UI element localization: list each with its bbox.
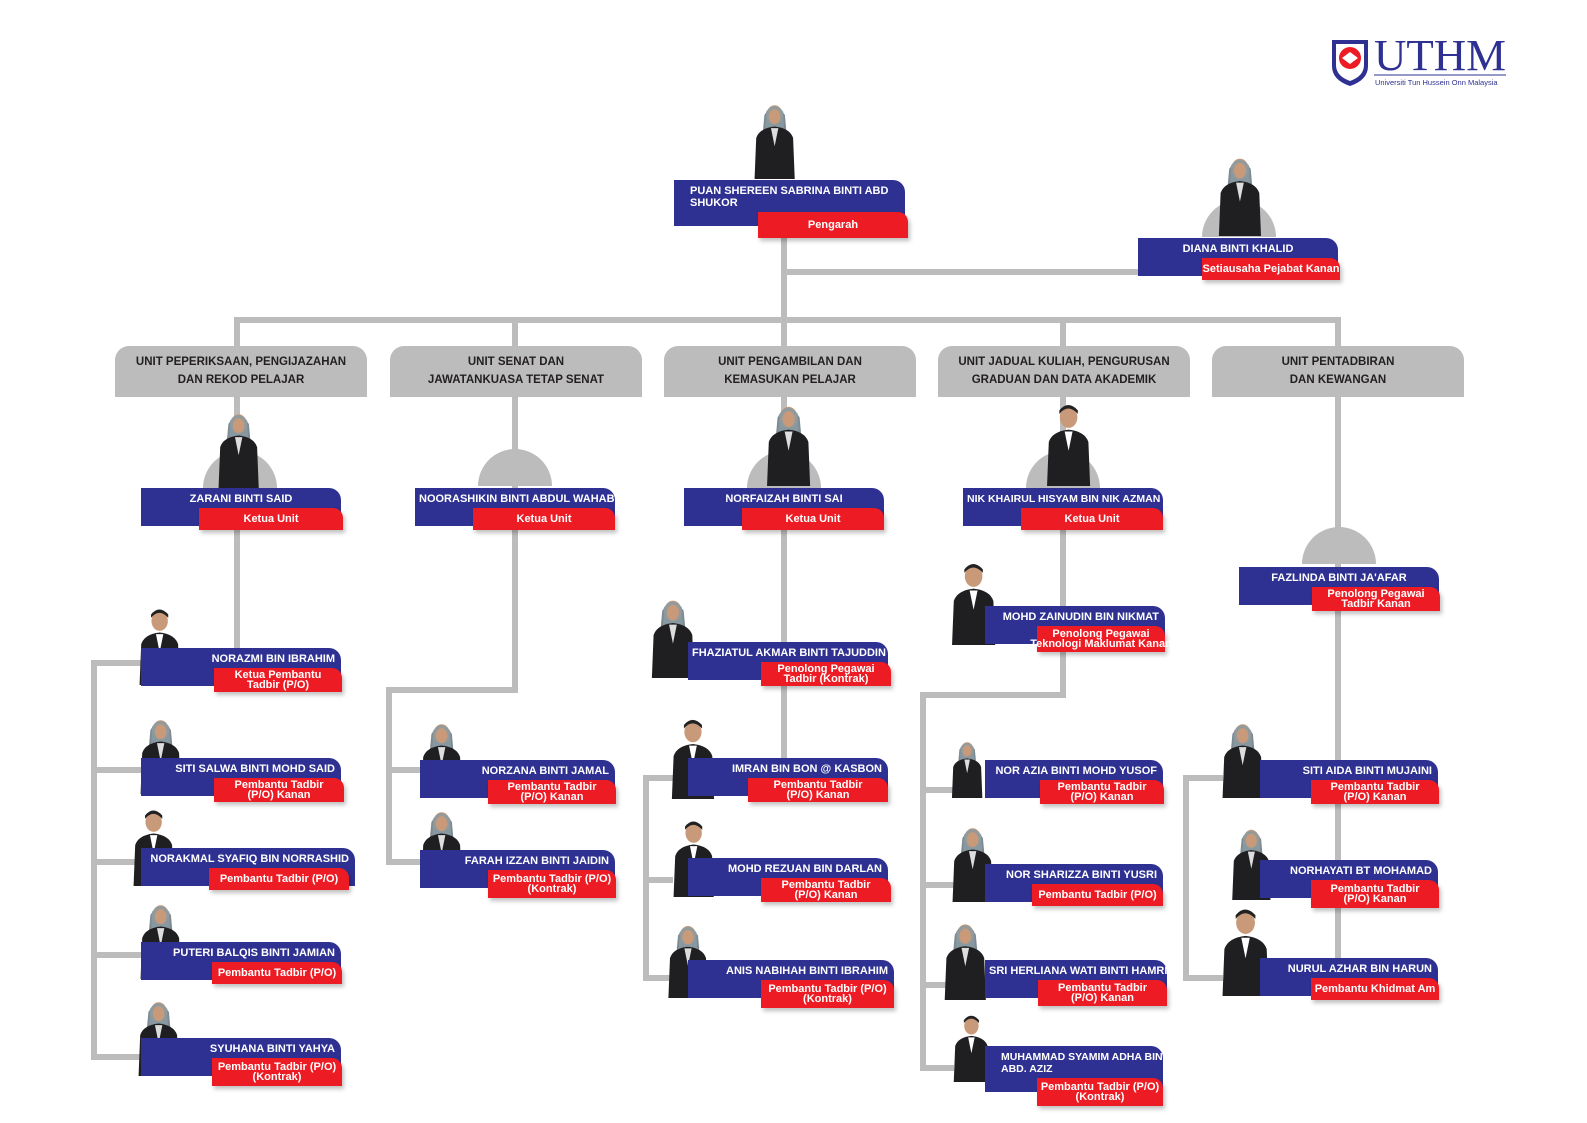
person-title-badge: Pembantu Tadbir (P/O) (Kontrak) — [212, 1058, 342, 1086]
connector-line — [1183, 775, 1189, 980]
person-title-badge: Pembantu Tadbir (P/O) — [209, 868, 349, 890]
person-title-badge: Ketua Unit — [742, 508, 884, 530]
connector-line — [91, 952, 141, 958]
person-photo — [748, 97, 801, 179]
unit-header: UNIT PENGAMBILAN DAN KEMASUKAN PELAJAR — [664, 346, 916, 397]
logo-subtitle: Universiti Tun Hussein Onn Malaysia — [1375, 78, 1498, 87]
person-title-badge: Pembantu Tadbir (P/O) Kanan — [1311, 880, 1439, 908]
person-title-badge: Pembantu Tadbir (P/O) Kanan — [214, 778, 344, 802]
connector-line — [1335, 320, 1341, 348]
person-title-badge: Pembantu Tadbir (P/O) (Kontrak) — [761, 980, 894, 1008]
person-title-badge: Ketua Unit — [199, 508, 343, 530]
person-photo — [645, 592, 701, 678]
uthm-crest-icon: UTHM — [1332, 31, 1506, 86]
connector-line — [920, 692, 1066, 698]
connector-line — [512, 320, 518, 348]
connector-line — [920, 1065, 954, 1071]
unit-header-text: UNIT PEPERIKSAAN, PENGIJAZAHAN — [135, 356, 347, 368]
connector-line — [920, 982, 954, 988]
person-title-badge: Pembantu Tadbir (P/O) Kanan — [1311, 780, 1439, 804]
connector-line — [920, 882, 954, 888]
connector-line — [1060, 397, 1066, 697]
connector-line — [643, 775, 673, 781]
unit-header-text: UNIT PENTADBIRAN — [1281, 356, 1395, 368]
connector-line — [91, 767, 141, 773]
connector-line — [91, 1054, 141, 1060]
person-title-badge: Pembantu Tadbir (P/O) — [212, 962, 342, 984]
connector-line — [781, 397, 787, 772]
connector-line — [91, 660, 141, 666]
connector-line — [386, 859, 420, 865]
person-photo — [1212, 150, 1268, 236]
connector-line — [91, 859, 141, 865]
svg-text:UTHM: UTHM — [1374, 36, 1506, 80]
unit-header-text: DAN KEWANGAN — [1289, 374, 1387, 386]
person-photo — [947, 736, 987, 798]
connector-line — [234, 317, 1341, 323]
person-title-badge: Ketua Unit — [473, 508, 615, 530]
connector-line — [1060, 320, 1066, 348]
connector-line — [386, 687, 518, 693]
unit-header-text: DAN REKOD PELAJAR — [177, 374, 305, 386]
person-title-badge: Penolong Pegawai Tadbir Kanan — [1312, 587, 1440, 611]
person-title-badge: Penolong Pegawai Teknologi Maklumat Kana… — [1030, 626, 1172, 652]
person-photo — [1040, 398, 1097, 486]
person-title-badge: Pembantu Tadbir (P/O) (Kontrak) — [488, 870, 616, 898]
person-title-badge: Pengarah — [758, 212, 908, 238]
connector-line — [386, 767, 420, 773]
unit-header-text: UNIT JADUAL KULIAH, PENGURUSAN — [958, 356, 1170, 368]
connector-line — [1183, 975, 1223, 981]
connector-line — [1335, 397, 1341, 980]
person-title-badge: Pembantu Tadbir (P/O) Kanan — [1038, 980, 1167, 1006]
connector-line — [784, 269, 1140, 275]
person-title-badge: Ketua Pembantu Tadbir (P/O) — [214, 668, 342, 692]
unit-header-text: GRADUAN DAN DATA AKADEMIK — [971, 374, 1157, 386]
connector-line — [643, 975, 673, 981]
person-photo — [1216, 716, 1269, 798]
unit-header-text: JAWATANKUASA TETAP SENAT — [427, 374, 605, 386]
connector-line — [920, 692, 926, 1070]
person-title-badge: Setiausaha Pejabat Kanan — [1202, 258, 1340, 280]
photo-backdrop — [1302, 527, 1376, 564]
connector-line — [781, 320, 787, 348]
connector-line — [234, 320, 240, 348]
person-photo — [948, 1010, 995, 1082]
connector-line — [512, 397, 518, 690]
person-photo — [945, 557, 1002, 645]
person-photo — [760, 398, 817, 486]
unit-header: UNIT JADUAL KULIAH, PENGURUSAN GRADUAN DA… — [938, 346, 1190, 397]
unit-header: UNIT PEPERIKSAAN, PENGIJAZAHAN DAN REKOD … — [115, 346, 367, 397]
person-title-badge: Ketua Unit — [1021, 508, 1163, 530]
person-photo — [1215, 902, 1276, 996]
photo-backdrop — [478, 449, 552, 486]
uthm-logo: UTHM Universiti Tun Hussein Onn Malaysia — [1330, 31, 1510, 93]
unit-header: UNIT SENAT DAN JAWATANKUASA TETAP SENAT — [390, 346, 642, 397]
person-photo — [938, 916, 993, 1000]
person-title-badge: Pembantu Tadbir (P/O) — [1032, 884, 1163, 906]
unit-header-text: KEMASUKAN PELAJAR — [724, 374, 856, 386]
connector-line — [643, 877, 673, 883]
person-photo — [212, 406, 265, 488]
unit-header: UNIT PENTADBIRAN DAN KEWANGAN — [1212, 346, 1464, 397]
unit-header-text: UNIT PENGAMBILAN DAN — [718, 356, 862, 368]
person-title-badge: Pembantu Tadbir (P/O) Kanan — [761, 878, 891, 902]
connector-line — [920, 787, 954, 793]
person-title-badge: Pembantu Tadbir (P/O) (Kontrak) — [1037, 1078, 1163, 1106]
unit-header-text: UNIT SENAT DAN — [467, 356, 565, 368]
connector-line — [386, 687, 392, 865]
person-photo — [946, 820, 999, 902]
person-title-badge: Penolong Pegawai Tadbir (Kontrak) — [761, 662, 891, 686]
person-title-badge: Pembantu Tadbir (P/O) Kanan — [1040, 780, 1164, 804]
person-title-badge: Pembantu Tadbir (P/O) Kanan — [488, 780, 616, 804]
connector-line — [1183, 775, 1223, 781]
person-title-badge: Pembantu Khidmat Am — [1311, 978, 1439, 1000]
person-title-badge: Pembantu Tadbir (P/O) Kanan — [748, 778, 888, 802]
